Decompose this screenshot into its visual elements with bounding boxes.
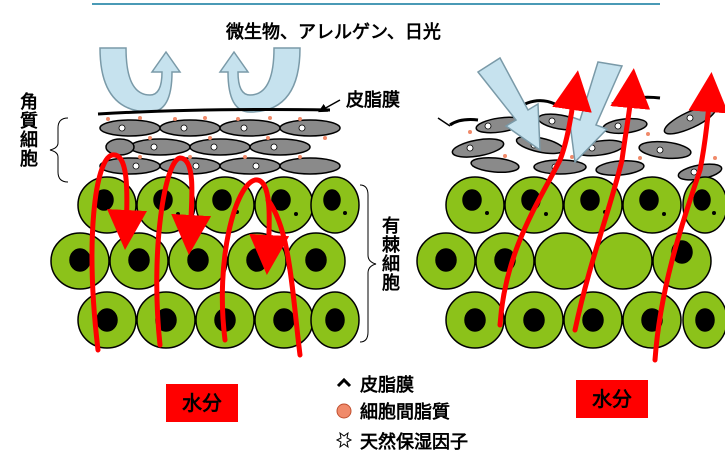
lipid-legend-icon: [336, 403, 352, 419]
spinous-cell-label: 有棘細胞: [379, 216, 400, 292]
cell-layer-right: [416, 176, 725, 349]
penetrating-arrow-1: [476, 56, 541, 152]
legend-nmf-text: 天然保湿因子: [360, 432, 468, 453]
sebum-label: 皮脂膜: [346, 90, 400, 111]
deflected-arrow-left: [99, 47, 182, 113]
sebum-pointer: [318, 99, 341, 113]
horny-layer-left: [99, 119, 341, 175]
water-label-right: 水分: [576, 380, 648, 418]
deflected-arrow-right: [218, 47, 301, 113]
water-arrows-right: [497, 68, 725, 363]
horny-bracket: [49, 117, 69, 183]
horny-cell-label: 角質細胞: [17, 92, 38, 168]
nmf-markers-right: [466, 114, 698, 176]
spinous-bracket: [359, 184, 377, 343]
sebum-film-left: [97, 108, 331, 116]
legend-sebum-text: 皮脂膜: [360, 375, 414, 396]
water-label-left: 水分: [166, 384, 238, 422]
nmf-markers-left: [118, 124, 306, 170]
nmf-legend-icon: [335, 431, 353, 449]
legend-lipid-text: 細胞間脂質: [360, 402, 450, 423]
sebum-pointer-right: [437, 117, 451, 127]
top-label: 微生物、アレルゲン、日光: [226, 22, 441, 43]
sebum-legend-icon: [336, 377, 352, 388]
lipid-dots-left: [106, 116, 327, 159]
water-arrows-left: [89, 152, 303, 358]
